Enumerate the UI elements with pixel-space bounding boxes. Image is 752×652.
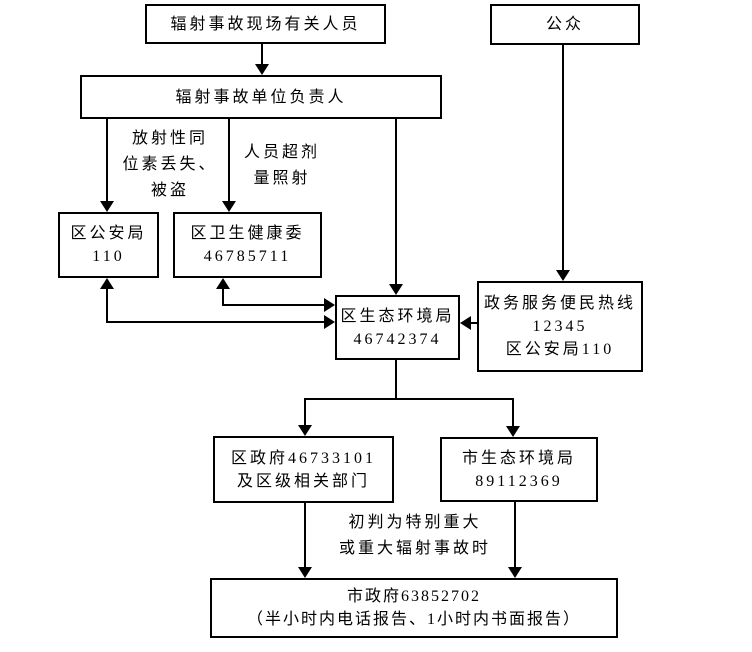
connector-scene-to-unit <box>261 44 263 64</box>
node-district-gov-depts: 及区级相关部门 <box>236 472 370 490</box>
node-district-police-phone: 110 <box>92 248 125 265</box>
node-district-eco-env-name: 区生态环境局 <box>340 307 455 325</box>
node-gov-hotline: 政务服务便民热线 12345 区公安局110 <box>477 281 643 372</box>
node-city-eco-env-name: 市生态环境局 <box>461 449 576 467</box>
node-district-health-name: 区卫生健康委 <box>190 225 305 242</box>
node-city-eco-env-phone: 89112369 <box>475 472 563 490</box>
edge-label-overdose-line2: 量照射 <box>253 170 311 187</box>
arrowhead-right-health-to-eco <box>324 298 335 312</box>
node-district-health-phone: 46785711 <box>203 248 292 265</box>
edge-label-isotope-lost-line3: 被盗 <box>150 182 189 199</box>
node-district-police: 区公安局 110 <box>58 212 159 278</box>
node-city-gov: 市政府63852702 （半小时内电话报告、1小时内书面报告） <box>210 578 618 638</box>
arrowhead-down-unit-to-health <box>222 201 236 212</box>
connector-eco-health-horizontal <box>222 304 324 306</box>
node-gov-hotline-phone: 12345 <box>532 318 588 335</box>
arrowhead-down-public-to-hotline <box>556 270 570 281</box>
edge-label-isotope-lost: 放射性同 位素丢失、 被盗 <box>115 126 225 204</box>
node-scene-personnel: 辐射事故现场有关人员 <box>145 4 386 44</box>
arrowhead-left-hotline-to-eco <box>460 316 471 330</box>
connector-unit-to-health <box>228 119 230 201</box>
connector-district-gov-to-city-gov <box>304 503 306 567</box>
connector-unit-to-eco <box>395 119 397 284</box>
node-scene-personnel-text: 辐射事故现场有关人员 <box>170 15 361 33</box>
connector-unit-to-police <box>106 119 108 201</box>
edge-label-isotope-lost-line2: 位素丢失、 <box>122 156 218 173</box>
arrowhead-down-district-gov-to-city-gov <box>298 567 312 578</box>
edge-label-major-accident: 初判为特别重大 或重大辐射事故时 <box>325 510 505 562</box>
node-unit-head: 辐射事故单位负责人 <box>80 75 442 119</box>
node-public-text: 公众 <box>545 16 584 33</box>
arrowhead-down-to-district-gov <box>298 425 312 436</box>
connector-eco-police-vertical <box>106 289 108 322</box>
node-district-gov-name: 区政府46733101 <box>230 449 376 467</box>
arrowhead-down-city-eco-to-city-gov <box>508 567 522 578</box>
connector-branch-to-district-gov <box>304 398 306 425</box>
connector-branch-to-city-eco <box>512 398 514 426</box>
arrowhead-down-scene-to-unit <box>255 64 269 75</box>
node-district-health: 区卫生健康委 46785711 <box>173 212 322 278</box>
connector-eco-down-stem <box>395 360 397 399</box>
connector-branch-horizontal <box>304 398 514 400</box>
arrowhead-down-unit-to-eco <box>389 284 403 295</box>
node-district-gov: 区政府46733101 及区级相关部门 <box>213 436 394 503</box>
node-city-gov-name: 市政府63852702 <box>346 588 481 605</box>
node-district-police-name: 区公安局 <box>70 225 147 242</box>
edge-label-major-accident-line2: 或重大辐射事故时 <box>338 540 491 557</box>
edge-label-overdose-line1: 人员超剂 <box>243 144 320 161</box>
edge-label-isotope-lost-line1: 放射性同 <box>131 130 208 147</box>
connector-hotline-to-eco <box>471 322 477 324</box>
node-city-eco-env: 市生态环境局 89112369 <box>440 437 598 502</box>
connector-eco-health-vertical <box>222 289 224 305</box>
arrowhead-down-unit-to-police <box>100 201 114 212</box>
node-gov-hotline-police: 区公安局110 <box>505 341 615 358</box>
node-public: 公众 <box>490 4 640 45</box>
arrowhead-right-police-to-eco <box>324 315 335 329</box>
node-unit-head-text: 辐射事故单位负责人 <box>175 88 347 106</box>
arrowhead-down-to-city-eco <box>506 426 520 437</box>
edge-label-overdose: 人员超剂 量照射 <box>232 140 332 192</box>
arrowhead-up-eco-to-health <box>216 278 230 289</box>
node-gov-hotline-name: 政务服务便民热线 <box>483 295 636 312</box>
connector-public-to-hotline <box>562 45 564 270</box>
connector-eco-police-horizontal <box>106 321 324 323</box>
node-city-gov-note: （半小时内电话报告、1小时内书面报告） <box>246 611 581 628</box>
node-district-eco-env: 区生态环境局 46742374 <box>335 295 460 360</box>
node-district-eco-env-phone: 46742374 <box>353 330 442 348</box>
arrowhead-up-eco-to-police <box>100 278 114 289</box>
edge-label-major-accident-line1: 初判为特别重大 <box>348 514 482 531</box>
connector-city-eco-to-city-gov <box>514 502 516 567</box>
